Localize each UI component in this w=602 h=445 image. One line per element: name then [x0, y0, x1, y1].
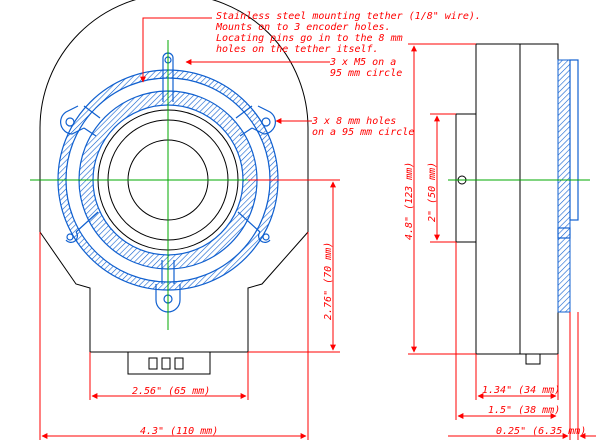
side-view: [448, 43, 590, 365]
connector-pin-1: [148, 357, 158, 370]
connector-body: [127, 351, 211, 375]
tether-note-line-2: Mounts on to 3 encoder holes.: [215, 22, 391, 33]
connector-pin-3: [174, 357, 184, 370]
tether-note-line-3: Locating pins go in to the 8 mm: [216, 33, 403, 44]
tether-arm-lower-right: [237, 211, 271, 243]
dim-label-38mm: 1.5" (38 mm): [488, 405, 560, 416]
tether-plate: [557, 59, 571, 313]
annotation-text: Stainless steel mounting tether (1/8" wi…: [132, 11, 586, 437]
m5-note-line-2: 95 mm circle: [330, 68, 402, 79]
side-shaft: [455, 113, 477, 243]
dim-label-123mm: 4.8" (123 mm): [404, 162, 415, 240]
side-body: [475, 43, 559, 355]
tether-note-line-1: Stainless steel mounting tether (1/8" wi…: [216, 11, 481, 22]
tether-note-line-4: holes on the tether itself.: [216, 44, 379, 55]
dimensions: [39, 17, 596, 440]
dim-label-34mm: 1.34" (34 mm): [482, 385, 560, 396]
dim-label-70mm: 2.76" (70 mm): [323, 242, 334, 320]
side-connector: [525, 353, 541, 365]
tether-arm-right: [235, 105, 276, 137]
tether-arm-lower-left: [65, 211, 99, 243]
holes8-note-line-2: on a 95 mm circle: [312, 127, 414, 138]
dim-label-65mm: 2.56" (65 mm): [132, 386, 210, 397]
tether-arm-left: [60, 105, 101, 137]
dim-label-50mm: 2" (50 mm): [427, 162, 438, 222]
connector-pin-2: [161, 357, 171, 370]
m5-note-line-1: 3 x M5 on a: [329, 57, 396, 68]
front-view: [30, 0, 336, 375]
holes8-note-line-1: 3 x 8 mm holes: [311, 116, 396, 127]
dim-label-635mm: 0.25" (6.35 mm): [496, 426, 586, 437]
housing-outline: [39, 0, 309, 353]
dim-label-110mm: 4.3" (110 mm): [140, 426, 218, 437]
